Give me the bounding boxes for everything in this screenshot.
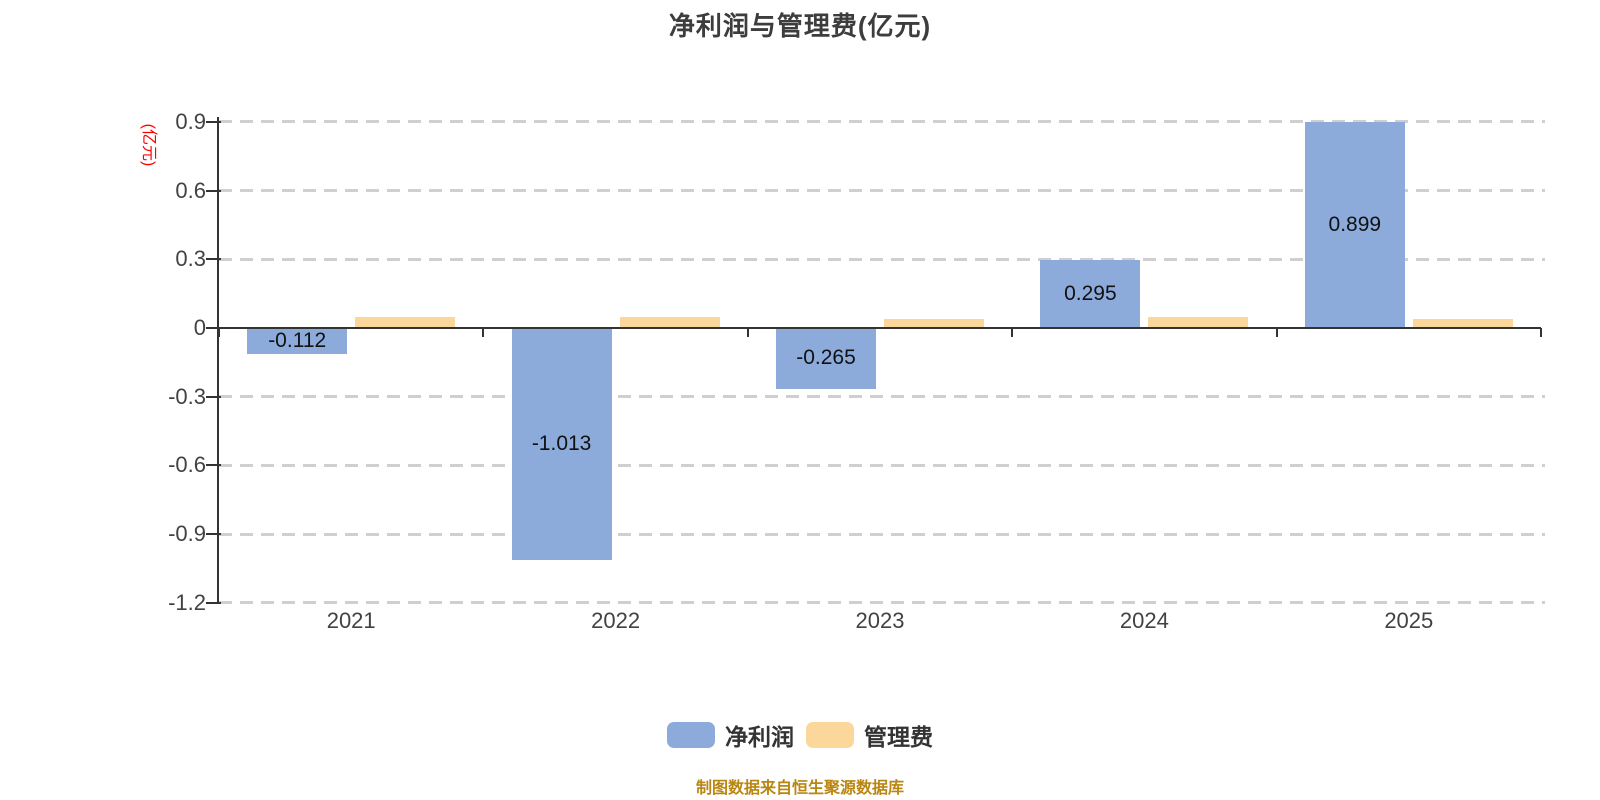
gridline <box>219 395 1545 399</box>
x-axis-tick <box>1540 328 1542 337</box>
gridline <box>219 189 1545 193</box>
y-axis-tick-label: 0.9 <box>175 108 206 134</box>
net-profit-legend-label: 净利润 <box>725 724 794 750</box>
y-axis-tick-label: 0 <box>193 315 206 340</box>
y-axis-tick-label: 0.6 <box>175 177 206 203</box>
net-profit-bar[interactable] <box>511 328 612 560</box>
y-axis-line <box>217 117 219 603</box>
net-profit-bar[interactable] <box>1304 122 1405 328</box>
y-axis-tick <box>206 395 221 398</box>
management-fee-bar[interactable] <box>619 316 720 328</box>
x-axis-label: 2022 <box>591 608 641 633</box>
management-fee-legend-label: 管理费 <box>864 724 933 750</box>
management-fee-bar[interactable] <box>1148 316 1249 328</box>
y-axis-tick <box>206 189 221 192</box>
y-axis-tick <box>206 258 221 261</box>
x-axis-tick <box>746 328 749 337</box>
x-axis-tick <box>1275 328 1278 337</box>
y-axis-tick <box>206 464 221 467</box>
bar-value-label: 0.899 <box>1328 213 1382 237</box>
y-axis-tick-label: -0.6 <box>168 452 206 478</box>
x-axis-label: 2021 <box>326 608 376 633</box>
legend-item-net-profit[interactable]: 净利润 <box>667 718 794 752</box>
y-axis-tick <box>206 327 221 329</box>
bar-value-label: -0.265 <box>796 346 856 370</box>
bar-value-label: -1.013 <box>531 431 592 455</box>
net-profit-legend-swatch <box>667 722 715 748</box>
y-axis-tick-label: -0.9 <box>168 521 206 547</box>
gridline <box>219 120 1545 124</box>
bar-value-label: -0.112 <box>268 328 327 352</box>
x-axis-tick <box>482 328 485 337</box>
y-axis-tick <box>206 533 221 536</box>
management-fee-bar[interactable] <box>884 318 984 328</box>
y-axis-tick-label: 0.3 <box>175 246 206 272</box>
y-axis-tick-label: -0.3 <box>168 383 206 409</box>
management-fee-bar[interactable] <box>1412 318 1513 328</box>
x-axis-label: 2023 <box>855 608 905 633</box>
x-axis-label: 2025 <box>1384 608 1434 633</box>
net-profit-bar[interactable] <box>247 328 348 354</box>
y-axis-tick <box>206 601 221 604</box>
bar-value-label: 0.295 <box>1064 282 1117 306</box>
net-profit-bar[interactable] <box>776 328 876 389</box>
gridline <box>219 257 1545 261</box>
management-fee-legend-swatch <box>806 722 854 748</box>
legend-item-management-fee[interactable]: 管理费 <box>806 718 933 752</box>
y-axis-tick <box>206 120 221 123</box>
management-fee-bar[interactable] <box>355 316 456 328</box>
x-axis-tick <box>1011 328 1014 337</box>
gridline <box>219 463 1545 467</box>
gridline <box>219 532 1545 536</box>
gridline <box>219 601 1545 605</box>
y-axis-tick-label: -1.2 <box>168 589 206 615</box>
chart-title: 净利润与管理费(亿元) <box>668 11 932 41</box>
x-axis-line <box>219 327 1541 329</box>
x-axis-label: 2024 <box>1119 608 1169 633</box>
legend: 净利润 管理费 <box>0 718 1600 752</box>
data-source-note: 制图数据来自恒生聚源数据库 <box>695 780 904 797</box>
x-axis-tick <box>218 328 220 337</box>
net-profit-bar[interactable] <box>1040 260 1141 328</box>
